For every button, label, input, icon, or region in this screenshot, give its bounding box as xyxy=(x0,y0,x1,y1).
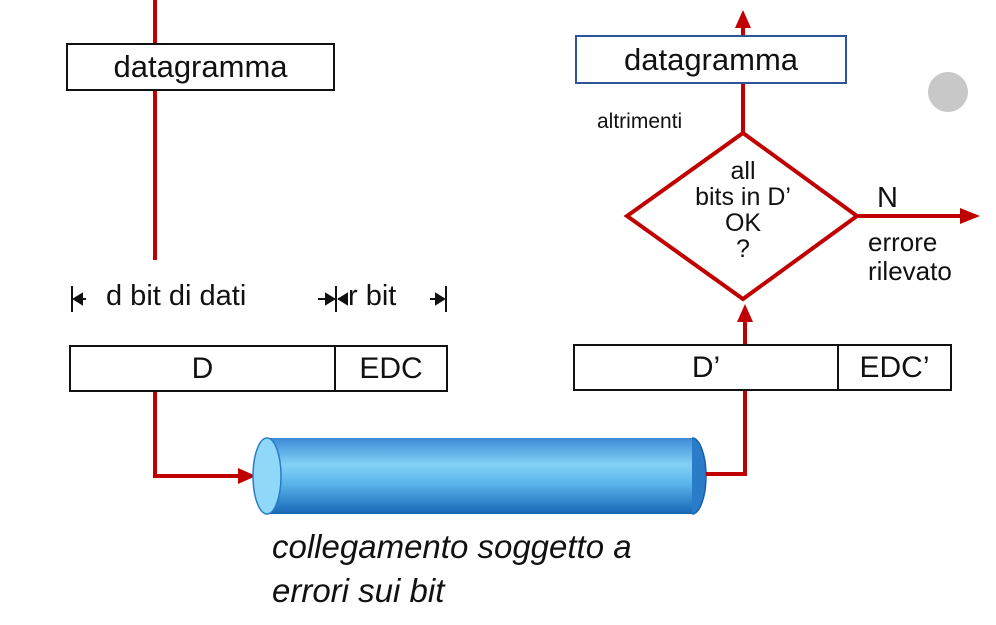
decision-line-2: bits in D’ xyxy=(695,183,791,211)
receiver-datagram-box: datagramma xyxy=(575,35,847,84)
receiver-frame-edc-label: EDC’ xyxy=(859,350,930,384)
otherwise-label: altrimenti xyxy=(597,110,683,133)
error-label-line2: rilevato xyxy=(868,256,952,286)
decision-line-3: OK xyxy=(724,209,762,237)
decision-diamond xyxy=(623,130,861,302)
sender-frame-edc: EDC xyxy=(334,345,448,392)
receiver-frame-data-label: D’ xyxy=(691,350,721,384)
arrow-error xyxy=(960,208,980,224)
decision-text: all bits in D’ OK ? xyxy=(660,158,826,262)
gray-dot xyxy=(928,72,968,112)
decision-line-1: all xyxy=(730,157,756,185)
sender-datagram-box: datagramma xyxy=(66,43,335,91)
arrow-into-decision xyxy=(737,304,753,322)
error-label-line1: errore xyxy=(868,227,938,257)
sender-frame-data: D xyxy=(69,345,336,392)
sender-frame-data-label: D xyxy=(191,351,214,385)
link-caption-line1: collegamento soggetto a xyxy=(272,528,632,565)
receiver-datagram-label: datagramma xyxy=(623,41,799,77)
sender-frame-edc-label: EDC xyxy=(359,351,423,385)
link-cylinder xyxy=(252,437,707,515)
no-label: N xyxy=(877,182,898,214)
link-caption-line2: errori sui bit xyxy=(272,572,445,609)
bit-range-markers xyxy=(71,286,447,312)
data-bits-label: d bit di dati xyxy=(106,280,247,312)
decision-line-4: ? xyxy=(736,235,750,263)
redundancy-bits-label: r bit xyxy=(348,280,397,312)
arrow-into-link xyxy=(238,468,256,484)
sender-datagram-label: datagramma xyxy=(113,49,288,84)
receiver-frame-data: D’ xyxy=(573,344,839,391)
receiver-frame-edc: EDC’ xyxy=(837,344,952,391)
arrow-up-out xyxy=(735,10,751,28)
